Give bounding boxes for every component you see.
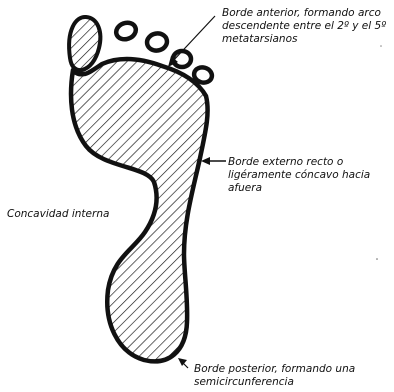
- arrow-posterior: [178, 358, 188, 368]
- label-line: Borde posterior, formando una: [194, 363, 355, 376]
- label-borde-posterior: Borde posterior, formando una semicircun…: [194, 363, 355, 389]
- label-borde-externo: Borde externo recto o ligéramente cóncav…: [228, 156, 370, 195]
- arrow-externo: [201, 157, 226, 165]
- label-line: Concavidad interna: [7, 208, 109, 221]
- big-toe-print: [69, 17, 100, 70]
- label-concavidad-interna: Concavidad interna: [7, 208, 109, 221]
- label-line: Borde externo recto o: [228, 156, 370, 169]
- label-line: afuera: [228, 182, 370, 195]
- label-line: ligéramente cóncavo hacia: [228, 169, 370, 182]
- label-line: semicircunferencia: [194, 376, 355, 389]
- toe-2-print: [114, 20, 138, 42]
- label-line: metatarsianos: [222, 33, 386, 46]
- label-borde-anterior: Borde anterior, formando arco descendent…: [222, 7, 386, 46]
- stray-dot: [376, 258, 378, 260]
- toe-4-print: [173, 51, 191, 67]
- label-line: descendente entre el 2º y el 5º: [222, 20, 386, 33]
- toe-3-print: [146, 32, 169, 52]
- toe-5-print: [192, 65, 213, 84]
- label-line: Borde anterior, formando arco: [222, 7, 386, 20]
